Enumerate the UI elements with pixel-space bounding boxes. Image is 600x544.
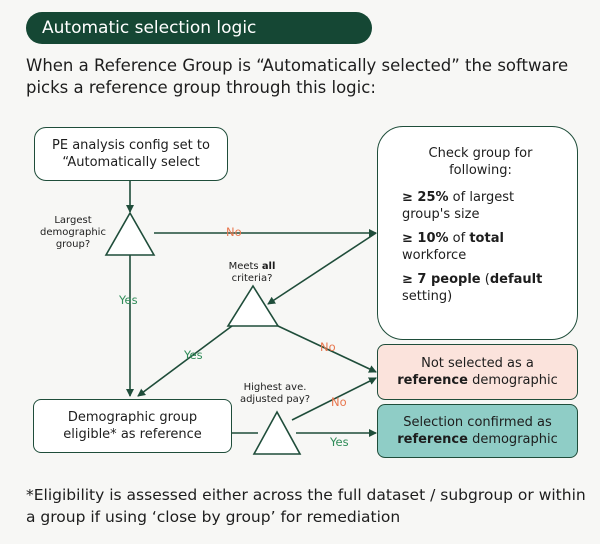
check-title: Check group for following: [428, 146, 533, 178]
not-selected-box: Not selected as a reference demographic [377, 344, 578, 400]
decision-highest-triangle [252, 410, 302, 455]
edge-label-largest-yes: Yes [119, 293, 138, 307]
criterion-item: ≥ 7 people (default setting) [402, 272, 543, 304]
confirmed-box: Selection confirmed as reference demogra… [377, 404, 578, 458]
not-selected-line2: reference demographic [397, 373, 558, 388]
edge-check-to-meets [267, 232, 377, 305]
section-title: Automatic selection logic [26, 12, 372, 44]
meets-question-label: Meets all criteria? [228, 261, 276, 284]
edge-label-meets-yes: Yes [184, 348, 203, 362]
edge-label-highest-yes: Yes [330, 435, 349, 449]
edge-label-largest-no: No [226, 225, 242, 239]
edge-label-highest-no: No [331, 395, 347, 409]
decision-meets-triangle [226, 284, 280, 327]
footnote: *Eligibility is assessed either across t… [26, 486, 586, 526]
eligible-text: Demographic group eligible* as reference [63, 410, 202, 442]
check-criteria-box: Check group for following: ≥ 25% of larg… [377, 126, 578, 340]
not-selected-line1: Not selected as a [421, 356, 534, 371]
highest-question-label: Highest ave. adjusted pay? [239, 382, 311, 405]
confirmed-line2: reference demographic [397, 432, 558, 447]
largest-question-label: Largest demographic group? [40, 215, 106, 250]
criterion-item: ≥ 25% of largest group's size [402, 190, 515, 222]
criterion-item: ≥ 10% of total workforce [402, 231, 504, 263]
eligible-box: Demographic group eligible* as reference [33, 399, 232, 453]
decision-largest-triangle [104, 211, 156, 256]
edge-label-meets-no: No [320, 340, 336, 354]
edge-meets-no [277, 325, 377, 373]
confirmed-line1: Selection confirmed as [403, 415, 552, 430]
intro-text: When a Reference Group is “Automatically… [26, 56, 569, 97]
config-box: PE analysis config set to “Automatically… [34, 127, 228, 181]
config-text: PE analysis config set to “Automatically… [52, 138, 210, 170]
edge-meets-yes [137, 322, 237, 397]
edge-highest-no [291, 377, 377, 421]
